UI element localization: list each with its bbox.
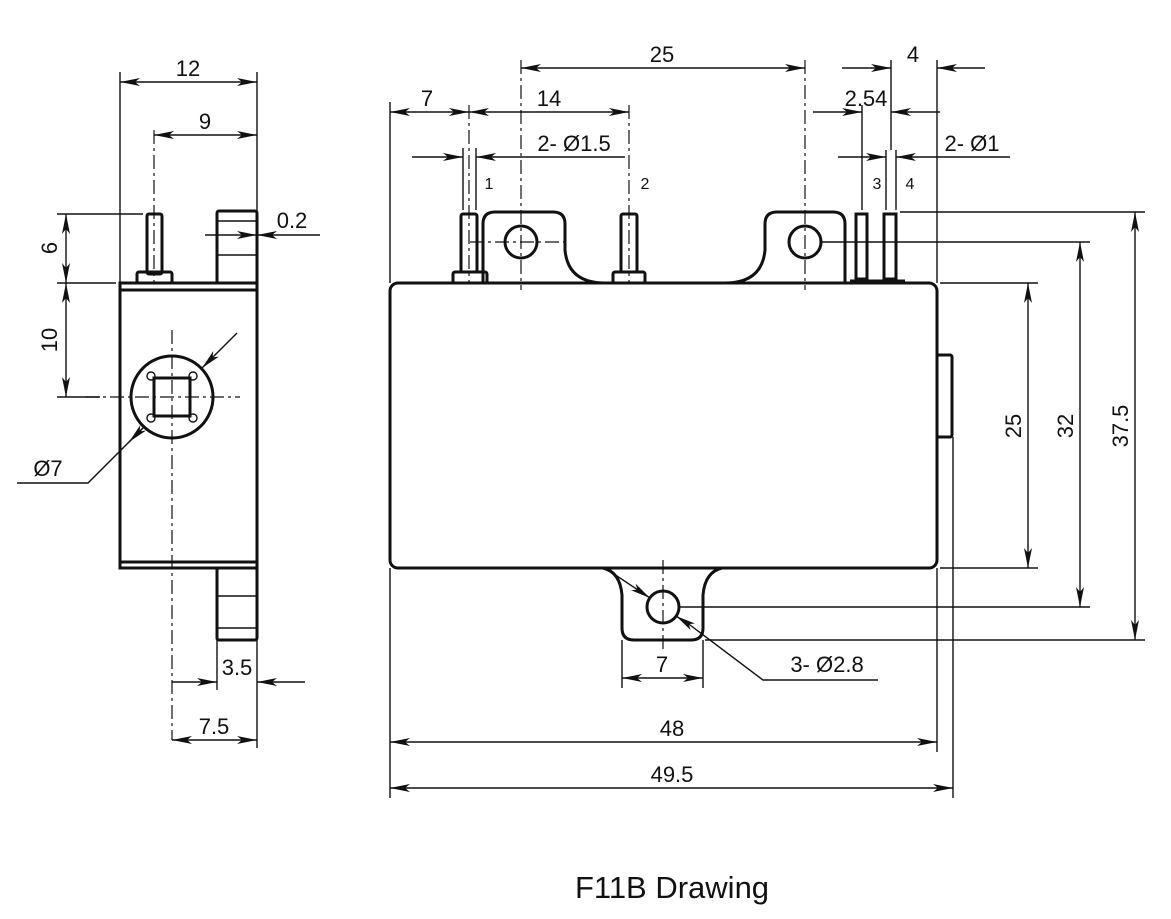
dim-center-height: 10	[37, 328, 62, 352]
dim-total-length: 49.5	[651, 762, 694, 787]
dim-pin-spacing-12: 14	[537, 86, 561, 111]
drawing-title: F11B Drawing	[575, 870, 769, 905]
side-body	[118, 281, 259, 570]
pin-label-4: 4	[906, 176, 915, 193]
side-top-tab	[215, 209, 259, 285]
dim-total-height: 37.5	[1108, 405, 1133, 448]
top-left-ear	[481, 210, 606, 285]
top-right-ear	[724, 210, 847, 285]
side-bottom-tab	[215, 566, 259, 642]
dim-pin4-offset: 4	[907, 42, 919, 67]
pin-label-3: 3	[873, 176, 882, 193]
front-view: 25 14 7 2- Ø1.5 1 2 3 4 4 2.54 2- Ø1	[388, 42, 1145, 798]
side-view: 12 9 6 10 0.2 Ø7 3.5 7.5	[17, 56, 320, 748]
dim-tab-gap: 0.2	[277, 208, 308, 233]
dim-bottom-offset: 7.5	[199, 714, 230, 739]
dim-diameter: Ø7	[33, 456, 62, 481]
pin-label-1: 1	[485, 176, 494, 193]
front-side-tab	[935, 353, 954, 439]
pin-4	[882, 212, 898, 281]
dim-pin-dia-12: 2- Ø1.5	[537, 131, 610, 156]
dim-hole-dia: 3- Ø2.8	[790, 652, 863, 677]
dim-pin-offset: 9	[199, 109, 211, 134]
front-body	[388, 281, 939, 570]
pin-label-2: 2	[641, 176, 650, 193]
dim-bottom-ear: 7	[656, 652, 668, 677]
dim-pin-pitch-34: 2.54	[845, 86, 888, 111]
dim-hole-spacing: 25	[650, 42, 674, 67]
dim-pin-height: 6	[37, 242, 62, 254]
dim-pin-dia-34: 2- Ø1	[944, 131, 999, 156]
dim-bottom-tab: 3.5	[222, 655, 253, 680]
dim-body-length: 48	[660, 716, 684, 741]
pin-3	[854, 212, 869, 281]
dim-body-height: 25	[1001, 414, 1026, 438]
dim-width-total: 12	[176, 56, 200, 81]
dim-hole-v-spacing: 32	[1053, 414, 1078, 438]
dim-pin1-offset: 7	[421, 86, 433, 111]
